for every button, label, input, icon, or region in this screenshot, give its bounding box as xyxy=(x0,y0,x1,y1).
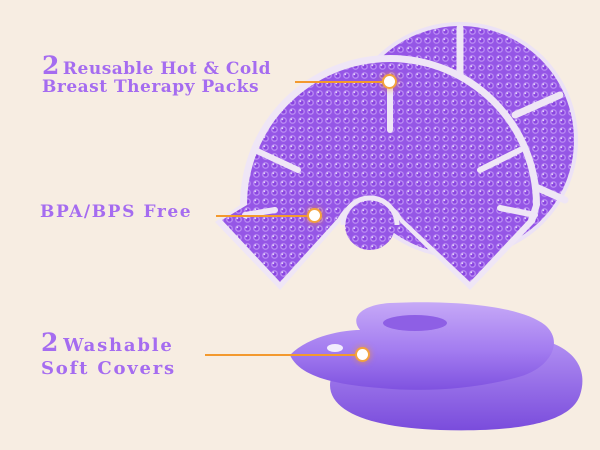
callout-1-number: 2 xyxy=(42,51,60,80)
leader-line-1 xyxy=(295,81,385,83)
callout-3-number: 2 xyxy=(41,328,61,357)
gel-pack-front xyxy=(215,55,540,290)
callout-1-line2: Breast Therapy Packs xyxy=(42,77,260,98)
callout-3-line2: Soft Covers xyxy=(41,358,176,379)
callout-3-line1: Washable xyxy=(63,335,174,356)
callout-dot-2 xyxy=(309,210,320,221)
callout-bpa-free: BPA/BPS Free xyxy=(40,202,193,222)
leader-line-3 xyxy=(205,354,357,356)
callout-dot-1 xyxy=(384,76,395,87)
callout-1-line1: Reusable Hot & Cold xyxy=(62,59,272,79)
callout-2-text: BPA/BPS Free xyxy=(40,202,193,222)
leader-line-2 xyxy=(216,215,310,217)
callout-dot-3 xyxy=(357,349,368,360)
soft-cover-top xyxy=(290,302,554,390)
